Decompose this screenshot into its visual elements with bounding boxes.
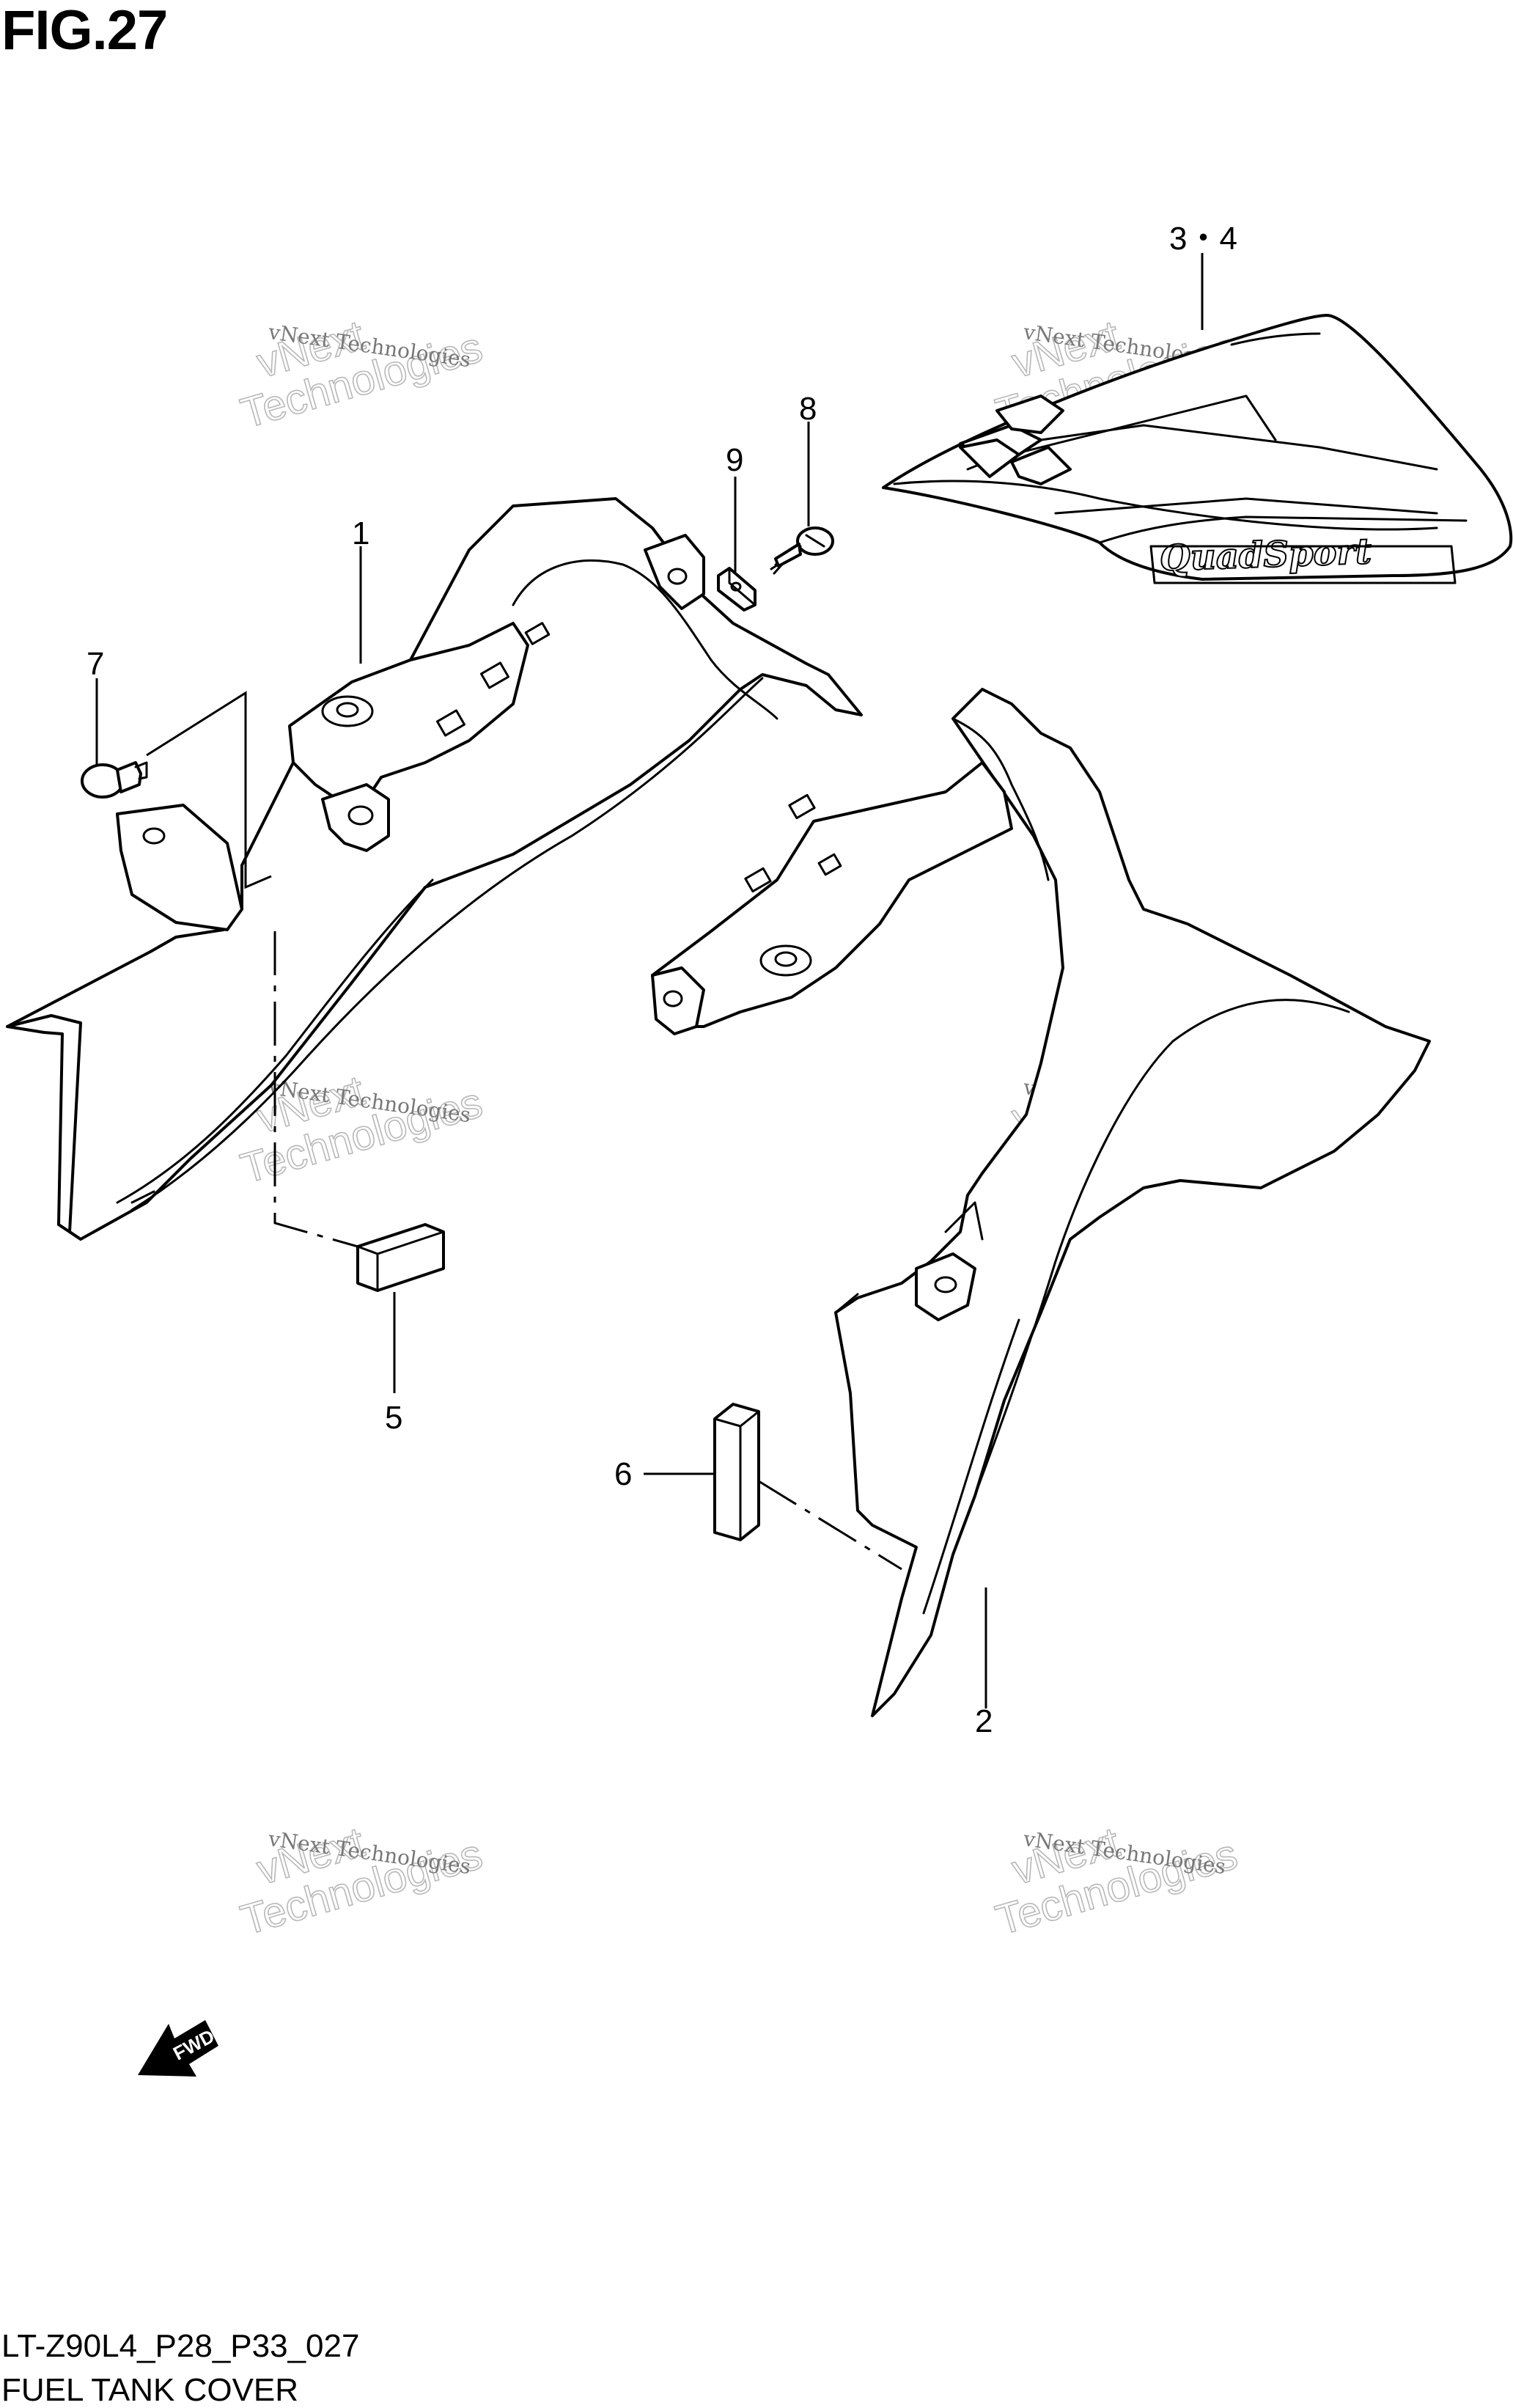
callout-2: 2 [975, 1703, 993, 1739]
callout-9: 9 [726, 442, 743, 478]
callout-1: 1 [352, 515, 369, 551]
watermark-top-left: vNext Technologies vNext Technologies [235, 311, 488, 438]
figure-code: LT-Z90L4_P28_P33_027 [1, 2328, 360, 2364]
figure-title: FIG.27 [1, 0, 168, 62]
part-9-nut [717, 567, 756, 612]
leader-lines [95, 253, 1204, 1708]
part-7-clip [81, 761, 148, 799]
callout-5: 5 [385, 1400, 402, 1436]
callout-3-4: 3・4 [1169, 221, 1237, 257]
part-6-strip [713, 1403, 760, 1541]
callout-6: 6 [614, 1456, 632, 1492]
callout-7: 7 [86, 646, 104, 682]
part-5-cushion [356, 1223, 445, 1292]
part-8-screw [770, 526, 834, 575]
part-2-right-cover [651, 688, 1431, 1717]
part-1-left-cover [6, 497, 863, 1241]
part-3-4-decal: QuadSport [882, 314, 1513, 584]
decal-brand-text: QuadSport [1159, 531, 1372, 579]
watermark-bottom-left: vNext Technologies vNext Technologies [235, 1818, 488, 1945]
watermark-bottom-right: vNext Technologies vNext Technologies [990, 1818, 1243, 1945]
watermark-middle-left: vNext Technologies vNext Technologies [235, 1066, 488, 1194]
emblem-s-icon [959, 394, 1072, 485]
fwd-arrow-icon: FWD [138, 2020, 218, 2077]
figure-name: FUEL TANK COVER [1, 2372, 299, 2408]
callout-8: 8 [799, 391, 817, 427]
